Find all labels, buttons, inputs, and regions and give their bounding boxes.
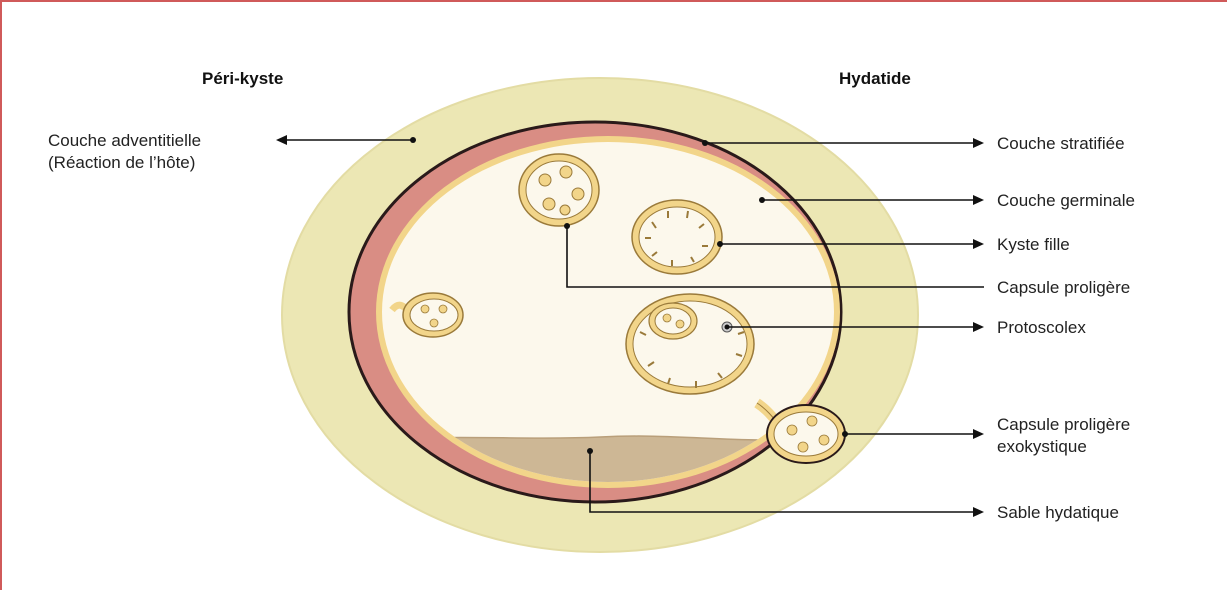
label-host-reaction: (Réaction de l’hôte) (48, 153, 195, 172)
header-pericyst: Péri-kyste (202, 69, 283, 88)
label-exocystic-capsule: Capsule proligère (997, 415, 1130, 434)
label-exocystic-capsule-line2: exokystique (997, 437, 1087, 456)
label-adventitial-layer: Couche adventitielle (48, 131, 201, 150)
label-germinal-layer: Couche germinale (997, 191, 1135, 210)
brood-capsule-top (519, 154, 599, 226)
label-daughter-cyst: Kyste fille (997, 235, 1070, 254)
daughter-cyst (632, 200, 722, 274)
label-hydatid-sand: Sable hydatique (997, 503, 1119, 522)
label-stratified-layer: Couche stratifiée (997, 134, 1125, 153)
label-brood-capsule: Capsule proligère (997, 278, 1130, 297)
header-hydatid: Hydatide (839, 69, 911, 88)
cyst-with-protoscolex (626, 294, 754, 394)
label-protoscolex: Protoscolex (997, 318, 1086, 337)
